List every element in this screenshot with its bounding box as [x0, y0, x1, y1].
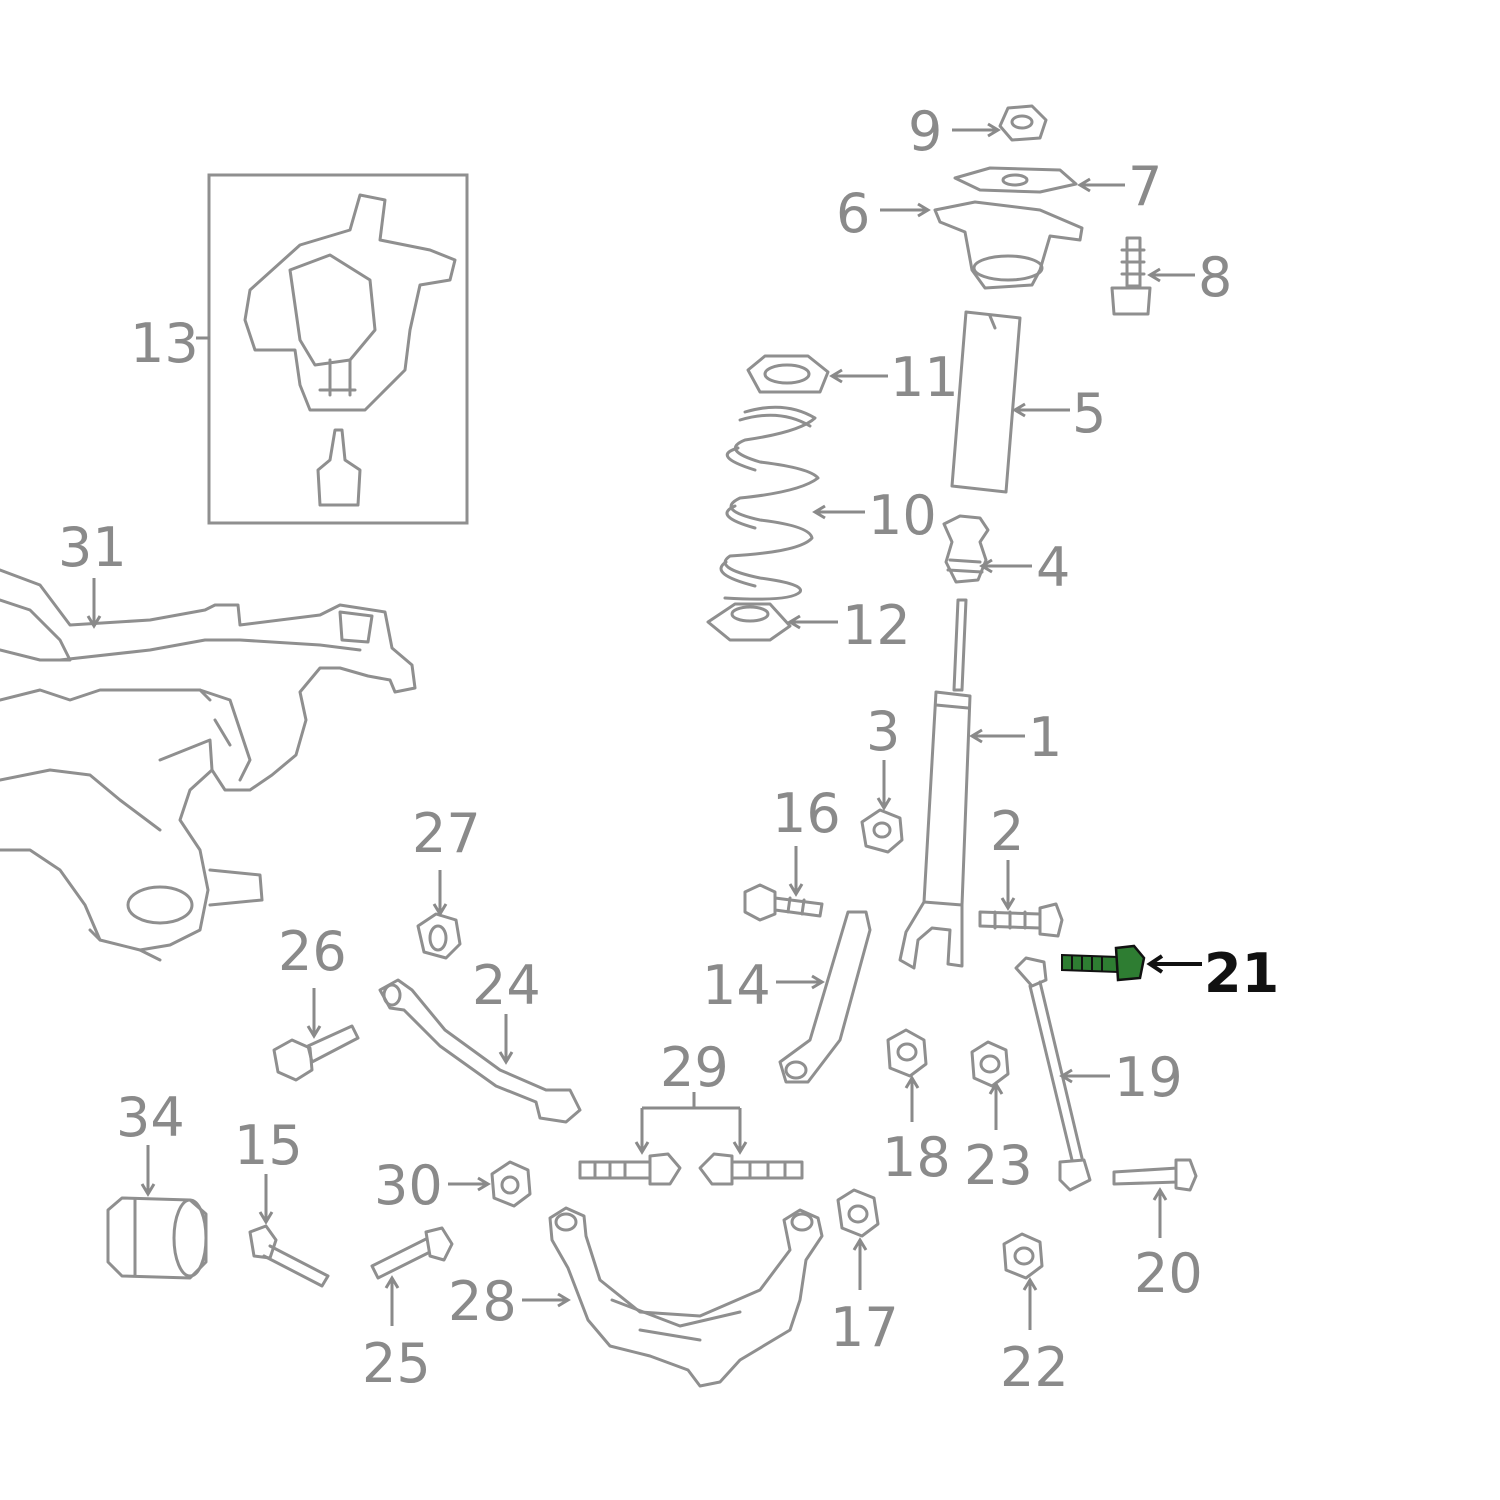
label-19: 19	[1114, 1046, 1183, 1109]
part-4-jounce-bumper[interactable]	[942, 514, 990, 584]
label-31: 31	[58, 516, 127, 579]
label-10: 10	[868, 484, 937, 547]
part-5-dust-boot[interactable]	[950, 310, 1022, 494]
label-12: 12	[842, 594, 911, 657]
label-8: 8	[1198, 246, 1232, 309]
part-27-bushing[interactable]	[416, 912, 462, 960]
label-23: 23	[964, 1134, 1033, 1197]
label-13: 13	[130, 312, 199, 375]
part-26-bolt[interactable]	[272, 1024, 360, 1082]
label-16: 16	[772, 782, 841, 845]
label-1: 1	[1028, 706, 1062, 769]
part-28-lower-control-arm[interactable]	[548, 1206, 824, 1388]
part-19-toe-link[interactable]	[1014, 956, 1092, 1192]
label-14: 14	[702, 954, 771, 1017]
part-1-shock-absorber[interactable]	[898, 598, 972, 970]
part-9-nut[interactable]	[998, 104, 1048, 142]
part-22-nut[interactable]	[1002, 1232, 1044, 1280]
part-11-upper-spring-seat[interactable]	[746, 354, 830, 394]
label-26: 26	[278, 920, 347, 983]
part-10-coil-spring[interactable]	[719, 405, 820, 601]
label-2: 2	[990, 800, 1024, 863]
label-34: 34	[116, 1086, 185, 1149]
label-3: 3	[866, 700, 900, 763]
part-12-lower-spring-seat[interactable]	[706, 602, 792, 642]
part-24-arm[interactable]	[378, 978, 582, 1124]
part-17-nut[interactable]	[836, 1188, 880, 1238]
part-16-bolt[interactable]	[743, 883, 824, 922]
label-25: 25	[362, 1332, 431, 1395]
label-15: 15	[234, 1114, 303, 1177]
label-11: 11	[890, 346, 959, 409]
label-24: 24	[472, 954, 541, 1017]
label-30: 30	[374, 1154, 443, 1217]
knuckle-inset-frame	[207, 173, 469, 525]
part-13-knuckle[interactable]	[243, 193, 457, 507]
part-14-link[interactable]	[778, 910, 872, 1084]
label-5: 5	[1072, 382, 1106, 445]
part-29-bolts[interactable]	[578, 1152, 804, 1186]
label-7: 7	[1128, 155, 1162, 218]
label-17: 17	[830, 1296, 899, 1359]
part-2-bolt[interactable]	[978, 902, 1064, 938]
label-28: 28	[448, 1270, 517, 1333]
part-30-nut[interactable]	[490, 1160, 532, 1208]
label-27: 27	[412, 802, 481, 865]
label-29: 29	[660, 1036, 729, 1099]
label-21: 21	[1204, 942, 1279, 1005]
part-6-top-mount[interactable]	[933, 200, 1084, 290]
part-3-nut[interactable]	[860, 808, 904, 854]
label-9: 9	[908, 100, 942, 163]
part-21-bolt-highlighted[interactable]	[1061, 944, 1146, 982]
part-7-plate[interactable]	[953, 166, 1078, 194]
leader-lines	[86, 122, 1202, 1330]
callout-labels: 9 7 6 8 13 11 5 10 31 4 12 3 1 16 27 2 2…	[58, 100, 1279, 1399]
label-20: 20	[1134, 1242, 1203, 1305]
label-6: 6	[836, 182, 870, 245]
part-18-nut[interactable]	[886, 1028, 928, 1078]
label-22: 22	[1000, 1336, 1069, 1399]
part-20-bolt[interactable]	[1112, 1158, 1198, 1192]
part-31-crossmember[interactable]	[0, 568, 417, 962]
label-4: 4	[1036, 536, 1070, 599]
part-8-bolt[interactable]	[1110, 236, 1152, 316]
part-34-bushing[interactable]	[106, 1196, 208, 1280]
part-15-bolt[interactable]	[248, 1224, 330, 1288]
part-25-bolt[interactable]	[370, 1226, 454, 1280]
part-23-nut[interactable]	[970, 1040, 1010, 1088]
label-18: 18	[882, 1126, 951, 1189]
